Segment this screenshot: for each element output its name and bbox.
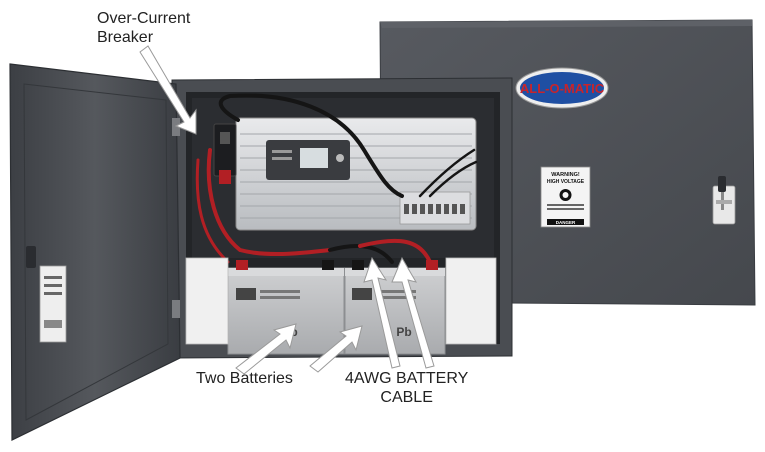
arrow-cable-1: [363, 256, 401, 369]
warning-title: WARNING!: [551, 172, 580, 178]
cover-latch: [712, 176, 736, 225]
door-latch: [26, 246, 67, 343]
terminal-block: [399, 191, 471, 225]
cable-callout-line1: 4AWG BATTERY: [345, 370, 469, 387]
callout-arrows: [139, 45, 435, 375]
over-current-breaker: [213, 123, 237, 184]
breaker-callout-label: Over-Current Breaker: [97, 9, 190, 47]
power-button: [336, 154, 344, 162]
cable-callout-label: 4AWG BATTERY CABLE: [345, 369, 468, 407]
warning-label: WARNING! HIGH VOLTAGE DANGER: [540, 166, 591, 228]
arrow-battery-2: [309, 325, 363, 373]
warning-footer: DANGER: [556, 220, 576, 225]
arrow-cable-2: [391, 256, 435, 369]
wiring: [195, 93, 478, 264]
inverter-charger: [235, 117, 477, 231]
battery-right: Pb: [344, 260, 446, 355]
lcd-display: [300, 148, 328, 168]
spacer-block-right: [445, 257, 497, 345]
spacer-block-left: [185, 257, 229, 345]
batteries-callout-label: Two Batteries: [196, 370, 293, 387]
brand-logo-text: ALL-O-MATIC: [520, 81, 605, 96]
arrow-battery-1: [235, 323, 297, 375]
breaker-callout-line1: Over-Current: [97, 10, 191, 27]
enclosure-door: [9, 63, 181, 441]
arrow-breaker: [139, 45, 197, 135]
svg-text:Pb: Pb: [396, 325, 411, 339]
door-hinge-top: [172, 118, 180, 136]
cable-callout-line2: CABLE: [380, 389, 433, 406]
door-hinge-bottom: [172, 300, 180, 318]
breaker-callout-line2: Breaker: [97, 29, 154, 46]
warning-subtitle: HIGH VOLTAGE: [547, 179, 585, 185]
brand-logo: ALL-O-MATIC: [515, 67, 609, 109]
